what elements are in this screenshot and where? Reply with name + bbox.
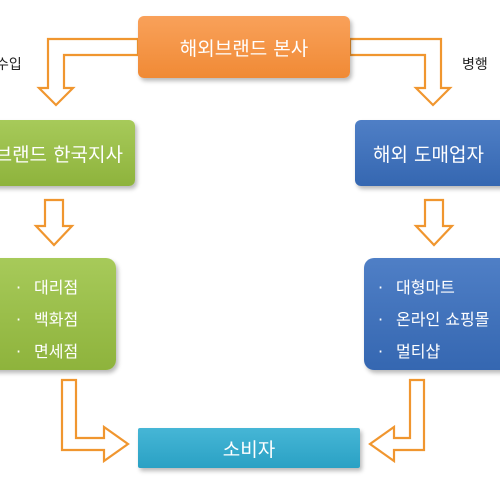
list-item: · 온라인 쇼핑몰 bbox=[378, 304, 500, 336]
list-item: · 멀티샵 bbox=[378, 336, 500, 368]
right-channel-list: · 대형마트 · 온라인 쇼핑몰 · 멀티샵 bbox=[364, 258, 500, 370]
list-item: · 백화점 bbox=[16, 304, 116, 336]
list-item: · 면세점 bbox=[16, 336, 116, 368]
consumer-node: 소비자 bbox=[138, 428, 360, 468]
list-item: · 대리점 bbox=[16, 272, 116, 304]
consumer-label: 소비자 bbox=[222, 438, 276, 461]
bullet-icon: · bbox=[16, 342, 22, 361]
channel-label: 대형마트 bbox=[396, 278, 455, 297]
arrow-right-channels-to-consumer bbox=[368, 378, 426, 464]
list-item: · 대형마트 bbox=[378, 272, 500, 304]
arrow-branch-to-channels bbox=[33, 198, 75, 247]
bullet-icon: · bbox=[16, 310, 22, 329]
channel-label: 백화점 bbox=[34, 310, 79, 329]
bullet-icon: · bbox=[378, 310, 384, 329]
channel-label: 대리점 bbox=[34, 278, 79, 297]
overseas-wholesaler-node: 해외 도매업자 bbox=[355, 120, 500, 186]
hq-node: 해외브랜드 본사 bbox=[138, 16, 350, 78]
bullet-icon: · bbox=[16, 278, 22, 297]
arrow-wholesaler-to-channels bbox=[413, 198, 455, 247]
bullet-icon: · bbox=[378, 342, 384, 361]
hq-label: 해외브랜드 본사 bbox=[179, 37, 309, 60]
parallel-import-label: 병행 bbox=[462, 57, 488, 73]
bullet-icon: · bbox=[378, 278, 384, 297]
korea-branch-node: 브랜드 한국지사 bbox=[0, 120, 135, 186]
arrow-hq-to-wholesaler bbox=[348, 37, 453, 107]
left-channel-list: · 대리점 · 백화점 · 면세점 bbox=[0, 258, 116, 370]
channel-label: 면세점 bbox=[34, 342, 79, 361]
korea-branch-label: 브랜드 한국지사 bbox=[0, 143, 123, 166]
overseas-wholesaler-label: 해외 도매업자 bbox=[373, 143, 484, 166]
arrow-hq-to-branch bbox=[36, 37, 140, 107]
channel-label: 멀티샵 bbox=[396, 342, 441, 361]
import-label: 수입 bbox=[0, 57, 22, 73]
channel-label: 온라인 쇼핑몰 bbox=[396, 310, 490, 329]
arrow-left-channels-to-consumer bbox=[60, 378, 130, 464]
